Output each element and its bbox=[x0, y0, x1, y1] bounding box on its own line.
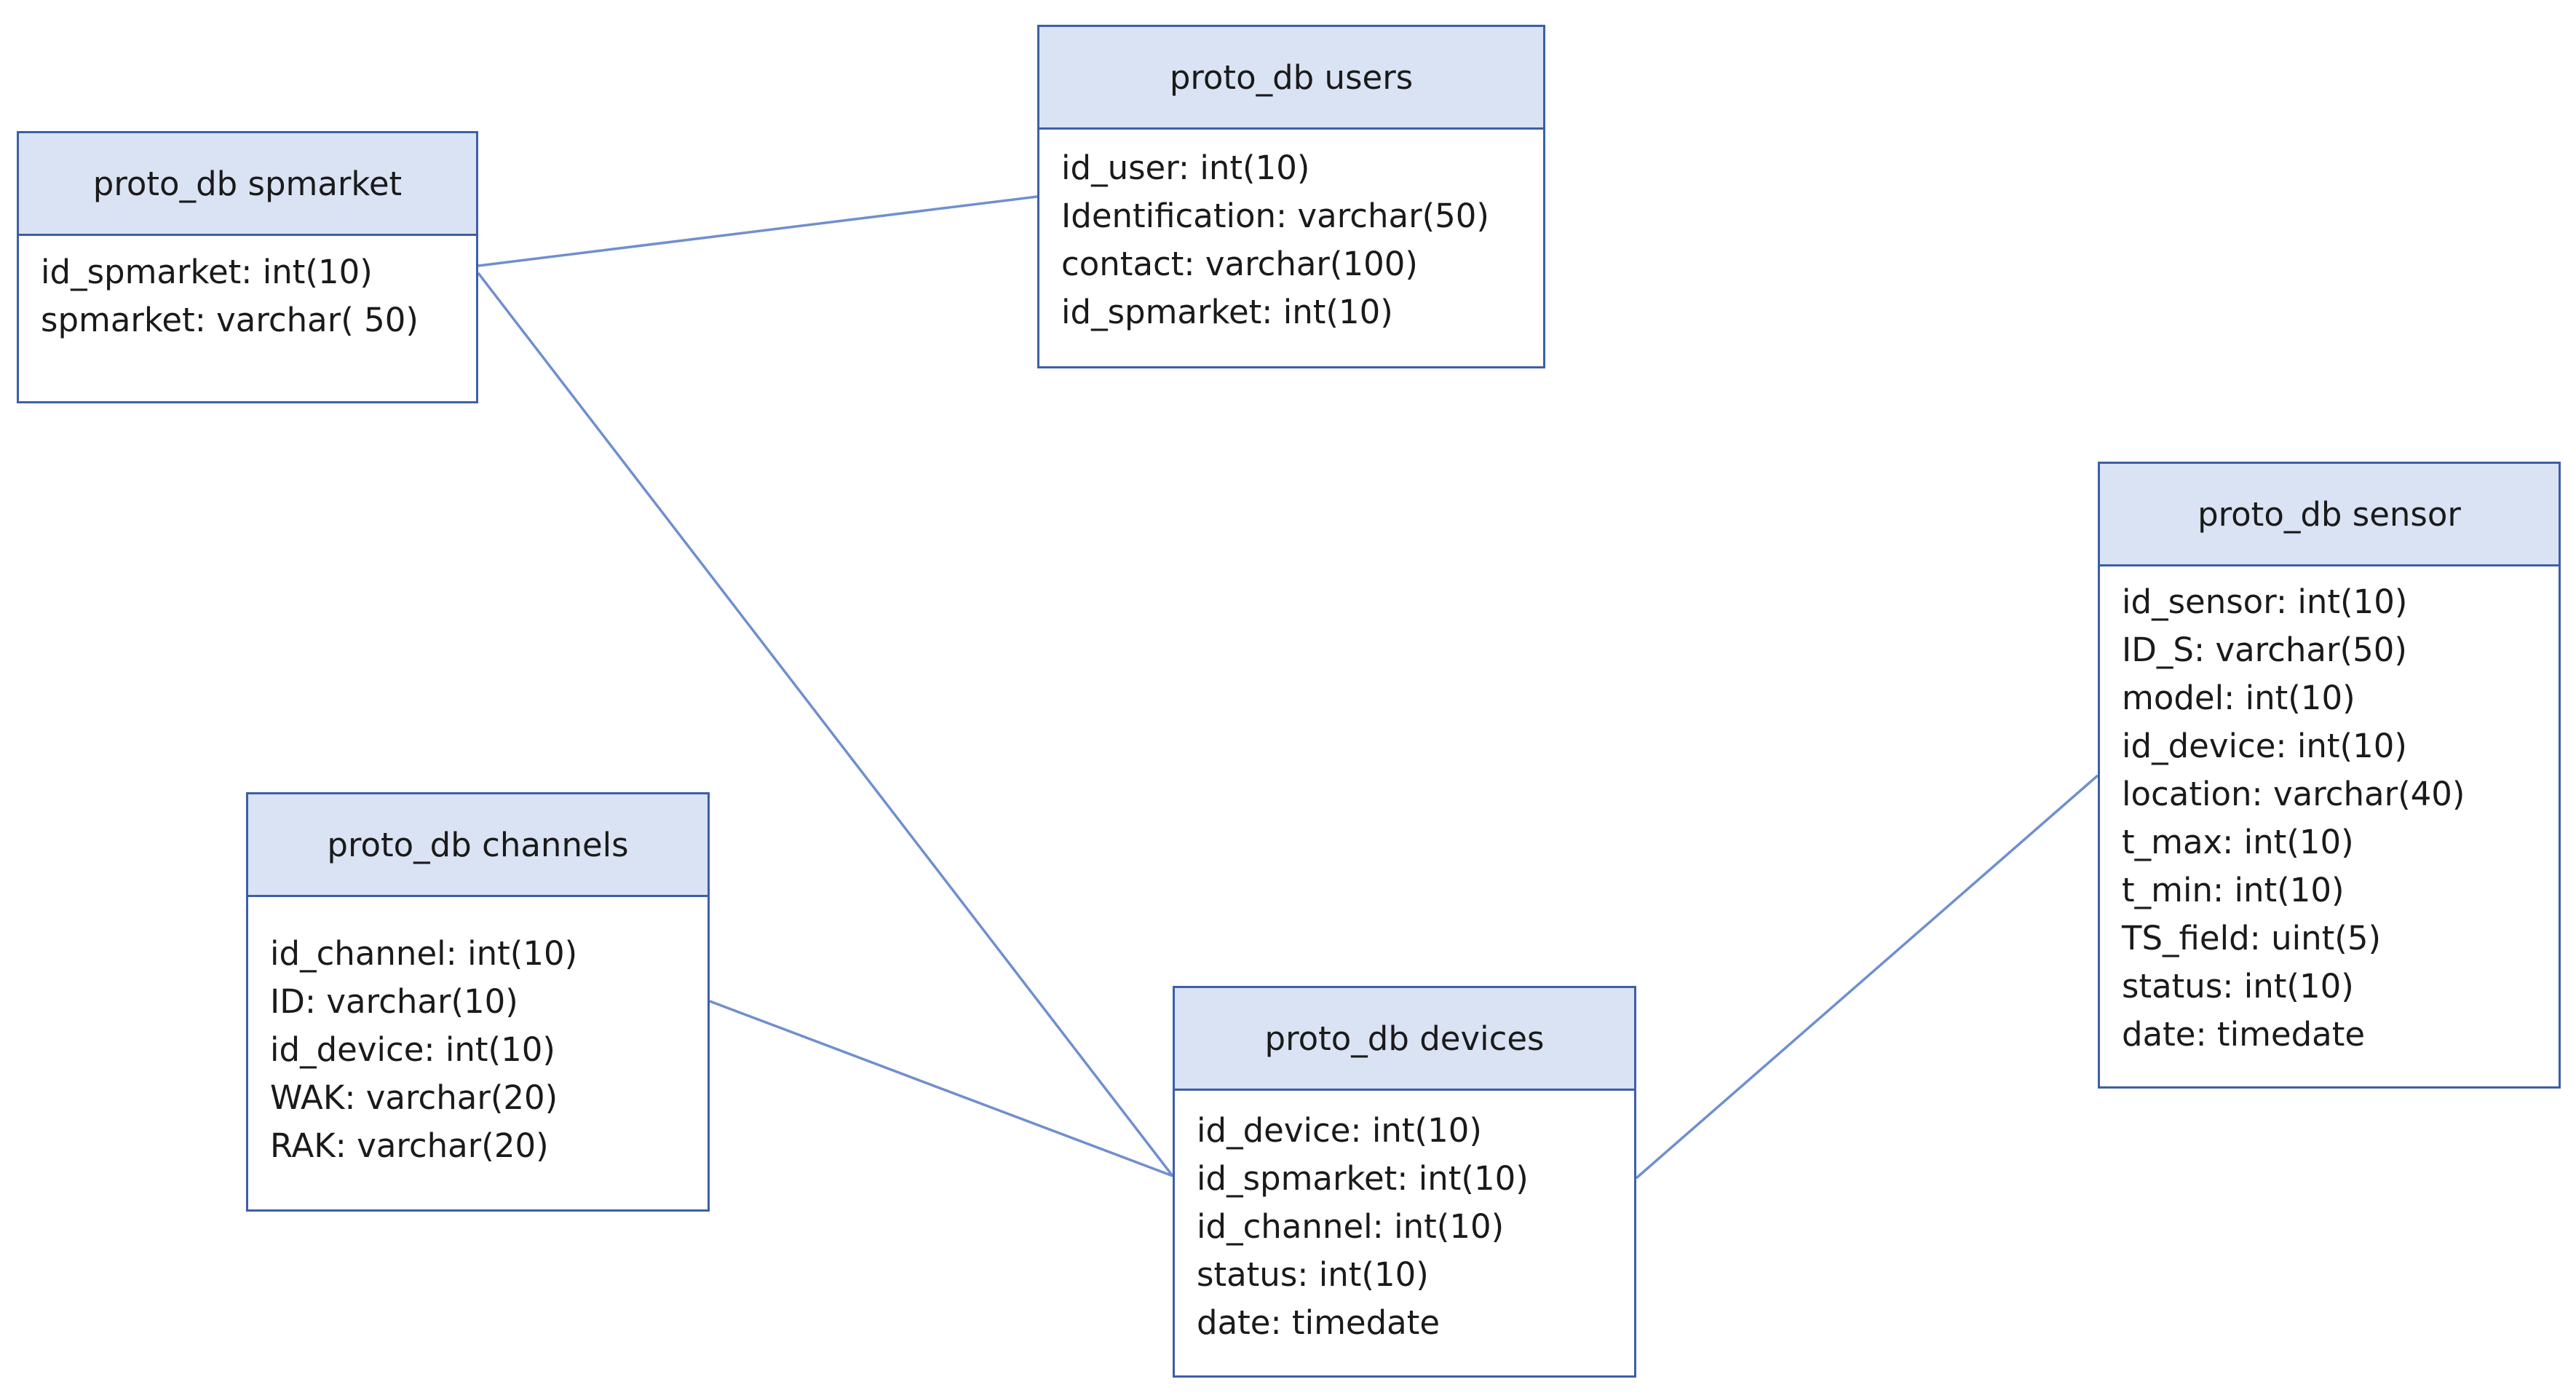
entity-field: TS_field: uint(5) bbox=[2122, 919, 2382, 957]
entity-field: contact: varchar(100) bbox=[1061, 245, 1418, 283]
entity-field: date: timedate bbox=[2122, 1015, 2366, 1054]
entity-field: id_device: int(10) bbox=[270, 1030, 555, 1069]
entity-title: proto_db users bbox=[1039, 27, 1543, 130]
entity-field: id_sensor: int(10) bbox=[2122, 582, 2408, 621]
entity-field: id_device: int(10) bbox=[2122, 727, 2407, 765]
entity-field: t_max: int(10) bbox=[2122, 823, 2354, 861]
entity-field: ID_S: varchar(50) bbox=[2122, 631, 2407, 669]
entity-spmarket[interactable]: proto_db spmarket id_spmarket: int(10) s… bbox=[17, 131, 478, 403]
entity-field: id_spmarket: int(10) bbox=[1061, 293, 1393, 331]
entity-field-list: id_device: int(10) id_spmarket: int(10) … bbox=[1175, 1091, 1634, 1347]
entity-field: WAK: varchar(20) bbox=[270, 1078, 558, 1117]
entity-field-list: id_user: int(10) Identification: varchar… bbox=[1039, 130, 1543, 336]
entity-field: id_spmarket: int(10) bbox=[41, 253, 373, 291]
relation-spmarket-devices[interactable] bbox=[477, 272, 1174, 1177]
entity-field-list: id_sensor: int(10) ID_S: varchar(50) mod… bbox=[2100, 566, 2559, 1059]
entity-field: spmarket: varchar( 50) bbox=[41, 301, 419, 339]
entity-title: proto_db devices bbox=[1175, 988, 1634, 1091]
entity-field: location: varchar(40) bbox=[2122, 775, 2465, 813]
entity-field: id_channel: int(10) bbox=[1197, 1207, 1505, 1246]
entity-sensor[interactable]: proto_db sensor id_sensor: int(10) ID_S:… bbox=[2098, 462, 2561, 1089]
entity-title: proto_db spmarket bbox=[19, 133, 476, 236]
entity-field: id_device: int(10) bbox=[1197, 1111, 1482, 1150]
entity-field: id_channel: int(10) bbox=[270, 934, 578, 973]
entity-field: id_spmarket: int(10) bbox=[1197, 1159, 1529, 1198]
entity-devices[interactable]: proto_db devices id_device: int(10) id_s… bbox=[1173, 986, 1636, 1378]
entity-field: status: int(10) bbox=[2122, 967, 2354, 1006]
entity-field: id_user: int(10) bbox=[1061, 149, 1310, 187]
entity-field: model: int(10) bbox=[2122, 679, 2355, 717]
entity-field: date: timedate bbox=[1197, 1303, 1440, 1342]
relation-spmarket-users[interactable] bbox=[477, 195, 1038, 267]
relation-channels-devices[interactable] bbox=[709, 1000, 1173, 1177]
relation-devices-sensor[interactable] bbox=[1635, 774, 2099, 1180]
entity-field-list: id_spmarket: int(10) spmarket: varchar( … bbox=[19, 236, 476, 344]
entity-users[interactable]: proto_db users id_user: int(10) Identifi… bbox=[1037, 25, 1545, 368]
entity-field: t_min: int(10) bbox=[2122, 871, 2345, 909]
entity-field: ID: varchar(10) bbox=[270, 982, 518, 1021]
entity-field: RAK: varchar(20) bbox=[270, 1126, 549, 1165]
entity-channels[interactable]: proto_db channels id_channel: int(10) ID… bbox=[246, 792, 710, 1212]
entity-field-list: id_channel: int(10) ID: varchar(10) id_d… bbox=[248, 897, 708, 1170]
entity-field: Identification: varchar(50) bbox=[1061, 197, 1489, 235]
entity-title: proto_db channels bbox=[248, 794, 708, 897]
entity-field: status: int(10) bbox=[1197, 1255, 1429, 1294]
entity-title: proto_db sensor bbox=[2100, 464, 2559, 566]
